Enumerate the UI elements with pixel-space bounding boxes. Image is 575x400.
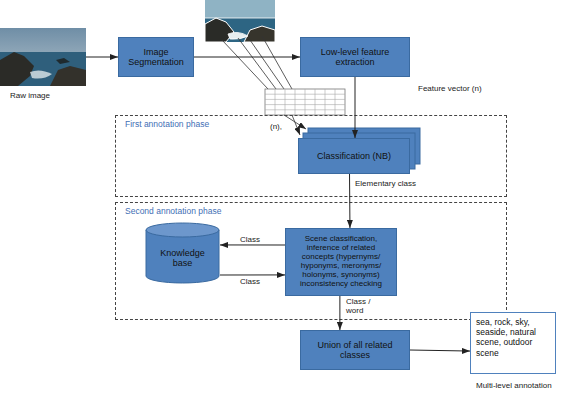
vector-leader-lines <box>284 115 306 135</box>
feature-table <box>265 89 345 115</box>
phase-band: Second annotation phaseKnowledge base Sce… <box>115 202 507 320</box>
text-label: (n), <box>270 122 282 131</box>
database-cylinder: Knowledge base <box>145 222 220 284</box>
text-label: Multi-level annotation <box>476 381 552 390</box>
connector-arrow <box>410 350 470 351</box>
edge-label: Feature vector (n) <box>418 84 482 93</box>
process-box: Union of all related classes <box>300 330 410 370</box>
node-text: Union of all related classes <box>305 340 405 361</box>
process-box: Scene classification, inference of relat… <box>285 228 397 296</box>
cylinder-top <box>146 223 219 237</box>
node-text: sea, rock, sky, seaside, natural scene, … <box>476 317 536 358</box>
cylinder-body <box>146 230 219 283</box>
connector-arrow <box>339 296 340 330</box>
feature-leader-lines <box>222 36 292 89</box>
output-box: sea, rock, sky, seaside, natural scene, … <box>470 312 556 374</box>
process-box: Low-level feature extraction <box>300 37 410 77</box>
segmented-thumbnail <box>205 0 275 42</box>
phase-heading: Second annotation phase <box>125 206 221 216</box>
phase-band: First annotation phaseClassification (NB… <box>115 115 507 197</box>
node-text: Classification (NB) <box>317 151 391 161</box>
connector-arrow <box>220 274 285 275</box>
raw-photo <box>0 28 86 86</box>
connector-arrow <box>355 77 356 138</box>
process-box: Classification (NB) <box>298 138 410 174</box>
connector-arrow <box>194 57 300 58</box>
edge-label: Elementary class <box>355 179 416 188</box>
edge-label: Class / word <box>346 297 376 315</box>
node-text: Image Segmentation <box>123 47 189 68</box>
node-text: Low-level feature extraction <box>305 47 405 68</box>
process-box: Image Segmentation <box>118 37 194 77</box>
phase-heading: First annotation phase <box>125 119 209 129</box>
text-label: Raw image <box>10 91 50 100</box>
input-arrow <box>86 57 118 58</box>
node-text: Knowledge base <box>145 248 220 269</box>
connector-arrow <box>220 244 285 245</box>
edge-label: Class <box>240 277 260 286</box>
connector-arrow <box>349 174 350 228</box>
edge-label: Class <box>240 235 260 244</box>
node-text: Scene classification, inference of relat… <box>290 235 392 289</box>
